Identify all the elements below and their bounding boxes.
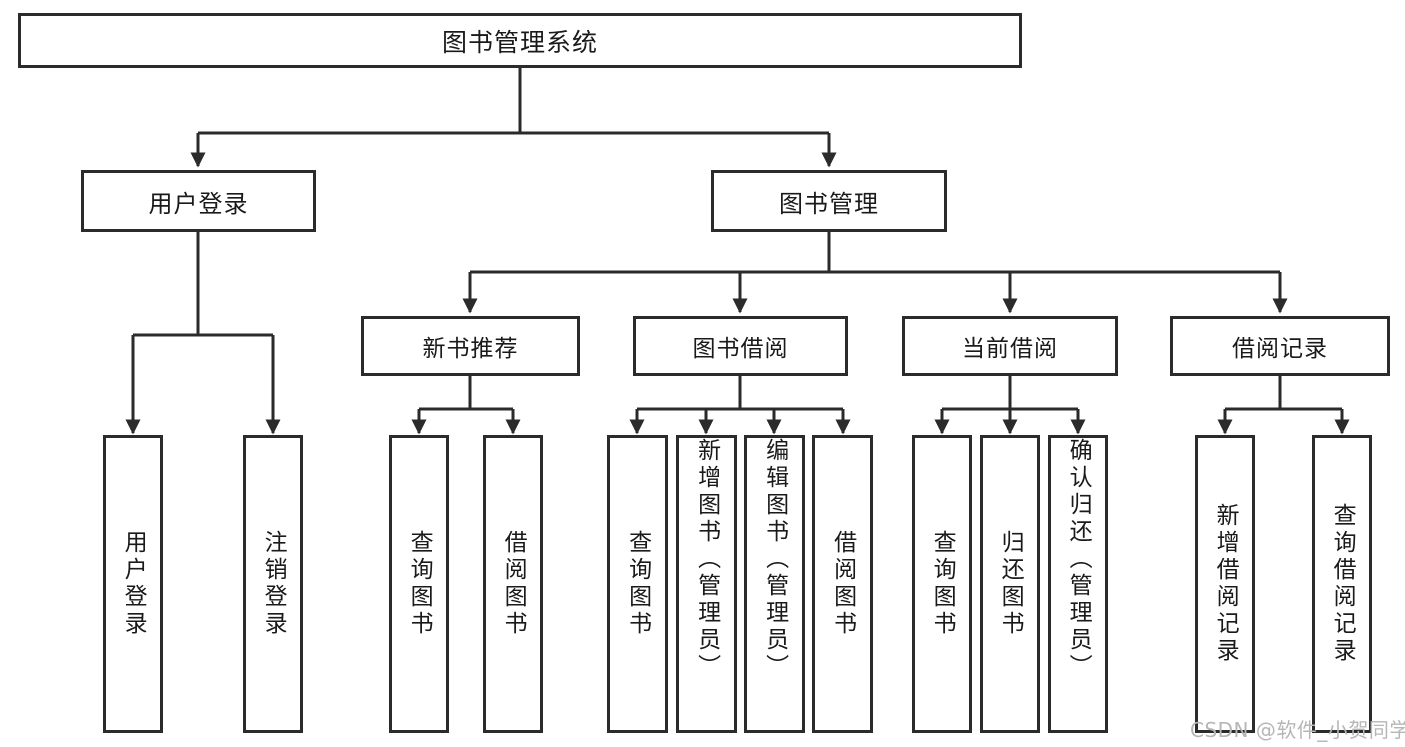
leaf-logout[interactable]: 注销登录 [243,435,303,733]
node-user-login[interactable]: 用户登录 [81,170,316,232]
watermark-text: CSDN @软件_小贺同学 [1190,718,1405,742]
node-book-borrow[interactable]: 图书借阅 [633,316,848,376]
leaf-query-borrow-record[interactable]: 查询借阅记录 [1312,435,1372,733]
leaf-add-borrow-record-label: 新增借阅记录 [1212,503,1239,665]
leaf-borrow-book[interactable]: 借阅图书 [812,435,873,733]
node-borrow-records-label: 借阅记录 [1232,336,1328,362]
leaf-current-query-book-label: 查询图书 [929,530,956,638]
leaf-user-login[interactable]: 用户登录 [103,435,163,733]
node-root-label: 图书管理系统 [441,27,598,57]
node-book-borrow-label: 图书借阅 [692,336,789,362]
leaf-return-book[interactable]: 归还图书 [980,435,1040,733]
leaf-edit-book-admin-label: 编辑图书（管理员） [761,438,788,681]
leaf-edit-book-admin[interactable]: 编辑图书（管理员） [744,435,805,733]
leaf-current-query-book[interactable]: 查询图书 [912,435,972,733]
node-current-borrow[interactable]: 当前借阅 [902,316,1118,376]
leaf-add-book-admin-label: 新增图书（管理员） [693,438,720,681]
leaf-query-borrow-record-label: 查询借阅记录 [1329,503,1356,665]
node-current-borrow-label: 当前借阅 [962,336,1058,362]
node-new-book-recommend[interactable]: 新书推荐 [361,316,580,376]
leaf-borrow-book-label: 借阅图书 [829,530,856,638]
node-user-login-label: 用户登录 [148,189,249,218]
leaf-confirm-return-admin[interactable]: 确认归还（管理员） [1048,435,1108,733]
leaf-new-book-query[interactable]: 查询图书 [389,435,449,733]
leaf-new-book-borrow-label: 借阅图书 [500,530,527,638]
leaf-user-login-label: 用户登录 [120,530,147,638]
leaf-new-book-borrow[interactable]: 借阅图书 [483,435,543,733]
leaf-borrow-query-book-label: 查询图书 [624,530,651,638]
leaf-return-book-label: 归还图书 [997,530,1024,638]
node-new-book-recommend-label: 新书推荐 [422,336,519,362]
leaf-add-book-admin[interactable]: 新增图书（管理员） [676,435,737,733]
leaf-add-borrow-record[interactable]: 新增借阅记录 [1195,435,1255,733]
leaf-logout-label: 注销登录 [260,530,287,638]
node-book-management-label: 图书管理 [779,189,879,218]
leaf-borrow-query-book[interactable]: 查询图书 [607,435,668,733]
leaf-new-book-query-label: 查询图书 [406,530,433,638]
leaf-confirm-return-admin-label: 确认归还（管理员） [1065,438,1092,681]
node-borrow-records[interactable]: 借阅记录 [1170,316,1390,376]
node-book-management[interactable]: 图书管理 [711,170,947,232]
node-root-book-management-system[interactable]: 图书管理系统 [18,13,1022,68]
